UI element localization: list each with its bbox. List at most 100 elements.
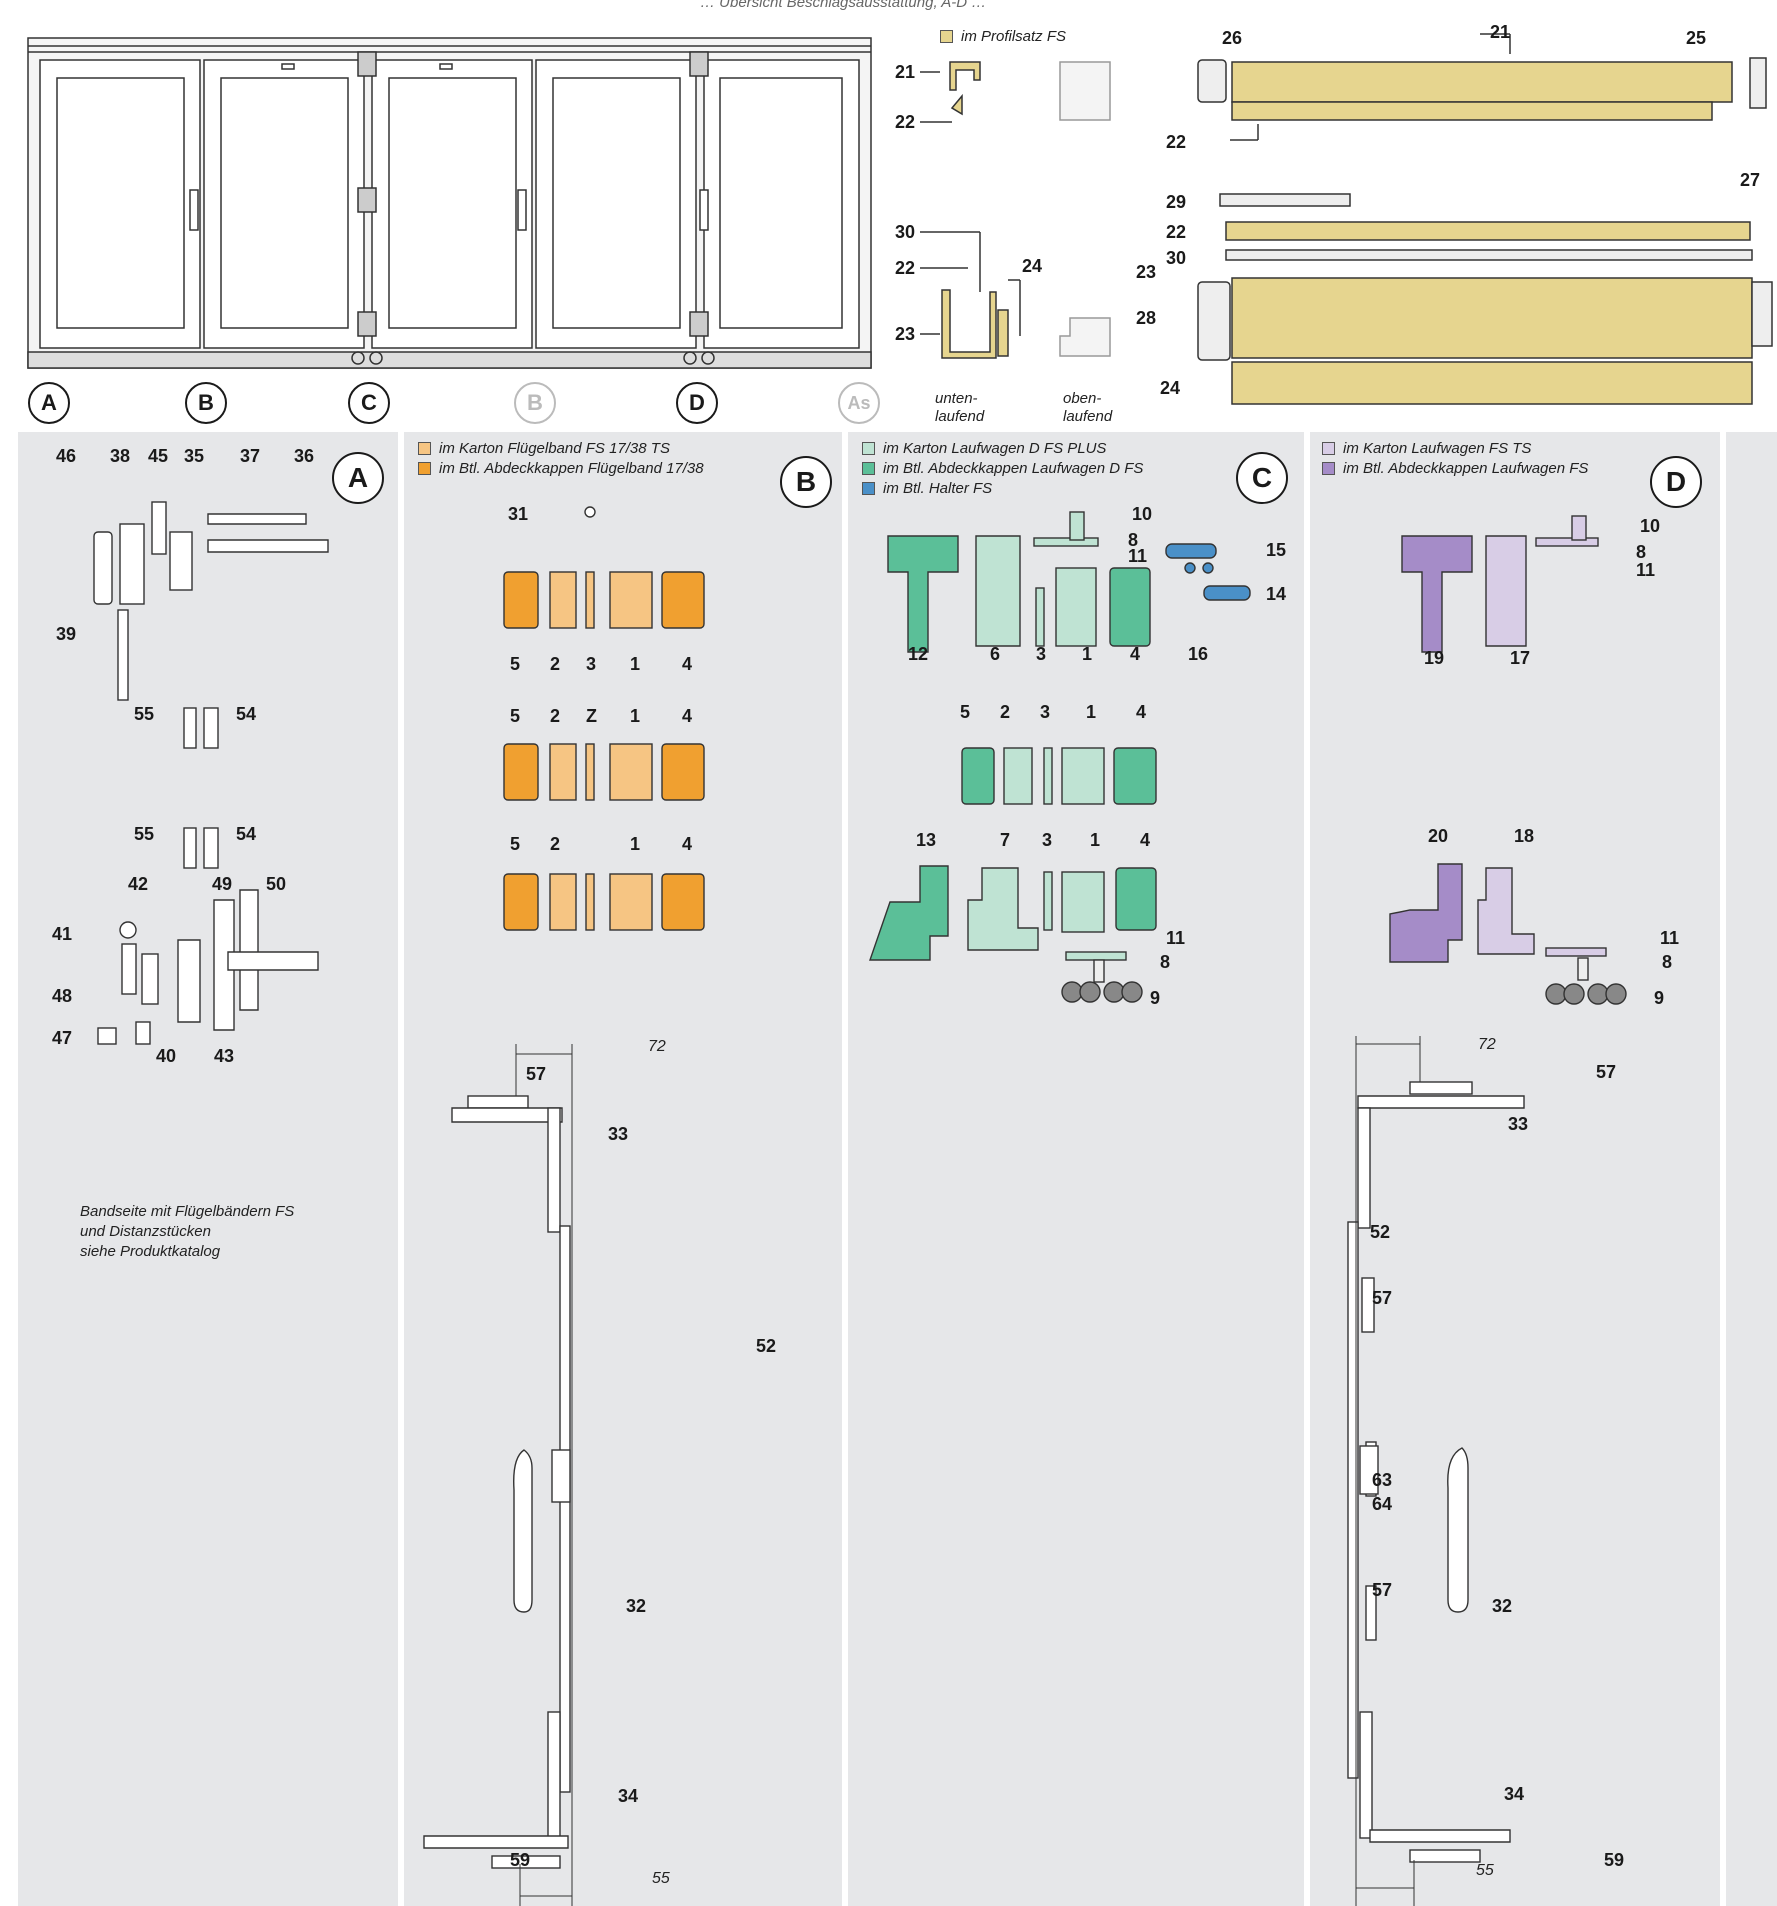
panel-edge	[1726, 432, 1777, 1906]
label-profile-22b: 22	[895, 258, 916, 278]
label-B-59: 59	[510, 1850, 531, 1870]
label-B-r1-4: 4	[682, 654, 693, 674]
marker-C: C	[348, 382, 390, 424]
label-rail-24: 24	[1160, 378, 1181, 398]
marker-B: B	[185, 382, 227, 424]
profile-rails-drawing	[1197, 33, 1773, 405]
legend-swatch-icon	[418, 442, 431, 455]
label-D-57c: 57	[1372, 1580, 1393, 1600]
label-D-52: 52	[1370, 1222, 1391, 1242]
panelB-legend-2: im Btl. Abdeckkappen Flügelband 17/38	[418, 460, 704, 477]
panel-C	[848, 432, 1304, 1906]
label-B-r3-2: 2	[550, 834, 561, 854]
label-B-r2-5: 5	[510, 706, 521, 726]
legend-swatch-icon	[862, 462, 875, 475]
label-A-36: 36	[294, 446, 315, 466]
label-B-34: 34	[618, 1786, 639, 1806]
dimension-D-55: 55	[1476, 1862, 1494, 1879]
label-C-10: 10	[1132, 504, 1153, 524]
panelC-legend-1: im Karton Laufwagen D FS PLUS	[862, 440, 1106, 457]
legend-swatch-icon	[418, 462, 431, 475]
label-B-r1-2: 2	[550, 654, 561, 674]
label-D-11b: 11	[1660, 928, 1680, 948]
label-C-3: 3	[1036, 644, 1047, 664]
label-B-r3-1: 1	[630, 834, 641, 854]
label-C-r3-3: 3	[1042, 830, 1053, 850]
label-B-r1-5: 5	[510, 654, 521, 674]
label-profile-24: 24	[1022, 256, 1043, 276]
label-D-17: 17	[1510, 648, 1531, 668]
label-rail-22b: 22	[1166, 222, 1187, 242]
label-A-43: 43	[214, 1046, 235, 1066]
marker-B-faint: B	[514, 382, 556, 424]
label-C-r3-1: 1	[1090, 830, 1101, 850]
legend-swatch-icon	[862, 482, 875, 495]
marker-As: As	[838, 382, 880, 424]
panel-B	[404, 432, 842, 1906]
label-D-19: 19	[1424, 648, 1445, 668]
label-rail-21: 21	[1490, 22, 1511, 42]
panelD-carriage-parts-drawing	[1347, 515, 1627, 1906]
cropped-header: … Übersicht Beschlagsausstattung, A-D …	[700, 0, 987, 11]
label-D-8b: 8	[1662, 952, 1673, 972]
label-D-64: 64	[1372, 1494, 1393, 1514]
label-B-r1-1: 1	[630, 654, 641, 674]
label-D-32: 32	[1492, 1596, 1513, 1616]
label-D-18: 18	[1514, 826, 1535, 846]
label-B-57: 57	[526, 1064, 547, 1084]
label-C-r2-5: 5	[960, 702, 971, 722]
label-C-r3-9: 9	[1150, 988, 1161, 1008]
label-B-52: 52	[756, 1336, 777, 1356]
panel-D	[1310, 432, 1720, 1906]
label-B-r3-4: 4	[682, 834, 693, 854]
label-C-16: 16	[1188, 644, 1209, 664]
label-A-49: 49	[212, 874, 233, 894]
label-C-r3-7: 7	[1000, 830, 1011, 850]
label-rail-27: 27	[1740, 170, 1761, 190]
label-D-20: 20	[1428, 826, 1449, 846]
label-rail-23: 23	[1136, 262, 1157, 282]
label-B-33: 33	[608, 1124, 629, 1144]
label-C-4: 4	[1130, 644, 1141, 664]
label-A-37: 37	[240, 446, 261, 466]
label-C-8: 8	[1128, 530, 1139, 550]
label-B-32: 32	[626, 1596, 647, 1616]
label-profile-21: 21	[895, 62, 916, 82]
panelA-hardware-drawing	[93, 501, 329, 1045]
label-C-r2-1: 1	[1086, 702, 1097, 722]
label-C-11: 11	[1128, 546, 1148, 566]
label-C-r3-13: 13	[916, 830, 937, 850]
label-B-31: 31	[508, 504, 529, 524]
panel-A-marker: A	[332, 452, 384, 504]
label-A-54a: 54	[236, 704, 257, 724]
panelD-legend-2: im Btl. Abdeckkappen Laufwagen FS	[1322, 460, 1588, 477]
label-oben-laufend: oben- laufend	[1063, 390, 1113, 425]
label-C-r2-4: 4	[1136, 702, 1147, 722]
window-elevation-drawing	[27, 37, 872, 369]
label-D-59: 59	[1604, 1850, 1625, 1870]
panelC-legend-2: im Btl. Abdeckkappen Laufwagen D FS	[862, 460, 1143, 477]
label-A-46: 46	[56, 446, 77, 466]
label-C-r3-8: 8	[1160, 952, 1171, 972]
profile-legend: im Profilsatz FS	[940, 28, 1066, 45]
marker-D: D	[676, 382, 718, 424]
label-A-54b: 54	[236, 824, 257, 844]
label-C-r2-2: 2	[1000, 702, 1011, 722]
legend-swatch-icon	[862, 442, 875, 455]
label-A-41: 41	[52, 924, 73, 944]
label-A-38: 38	[110, 446, 131, 466]
label-A-47: 47	[52, 1028, 73, 1048]
label-unten-laufend: unten- laufend	[935, 390, 985, 425]
panelD-legend-1: im Karton Laufwagen FS TS	[1322, 440, 1531, 457]
legend-swatch-icon	[1322, 442, 1335, 455]
label-D-57b: 57	[1372, 1288, 1393, 1308]
label-profile-22a: 22	[895, 112, 916, 132]
panelC-legend-3: im Btl. Halter FS	[862, 480, 992, 497]
label-D-10: 10	[1640, 516, 1661, 536]
marker-A: A	[28, 382, 70, 424]
label-rail-28: 28	[1136, 308, 1157, 328]
label-C-6: 6	[990, 644, 1001, 664]
label-C-r3-11: 11	[1166, 928, 1186, 948]
label-rail-30: 30	[1166, 248, 1187, 268]
profile-sections-drawing	[920, 61, 1111, 359]
